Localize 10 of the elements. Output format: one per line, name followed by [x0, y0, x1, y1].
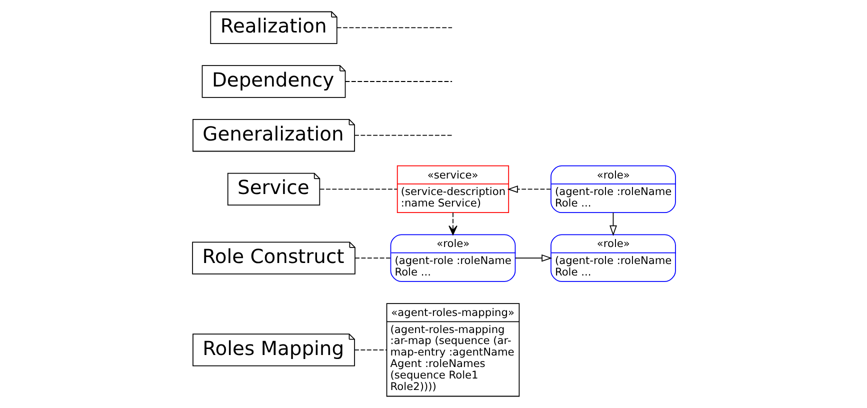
arrow [514, 254, 552, 262]
connector [344, 81, 452, 82]
connector [336, 27, 452, 28]
arrow [609, 212, 616, 236]
connector [318, 188, 398, 190]
connector [354, 349, 387, 350]
connector [354, 134, 452, 136]
arrow [448, 212, 457, 236]
arrow [506, 186, 551, 193]
connector [354, 258, 390, 259]
